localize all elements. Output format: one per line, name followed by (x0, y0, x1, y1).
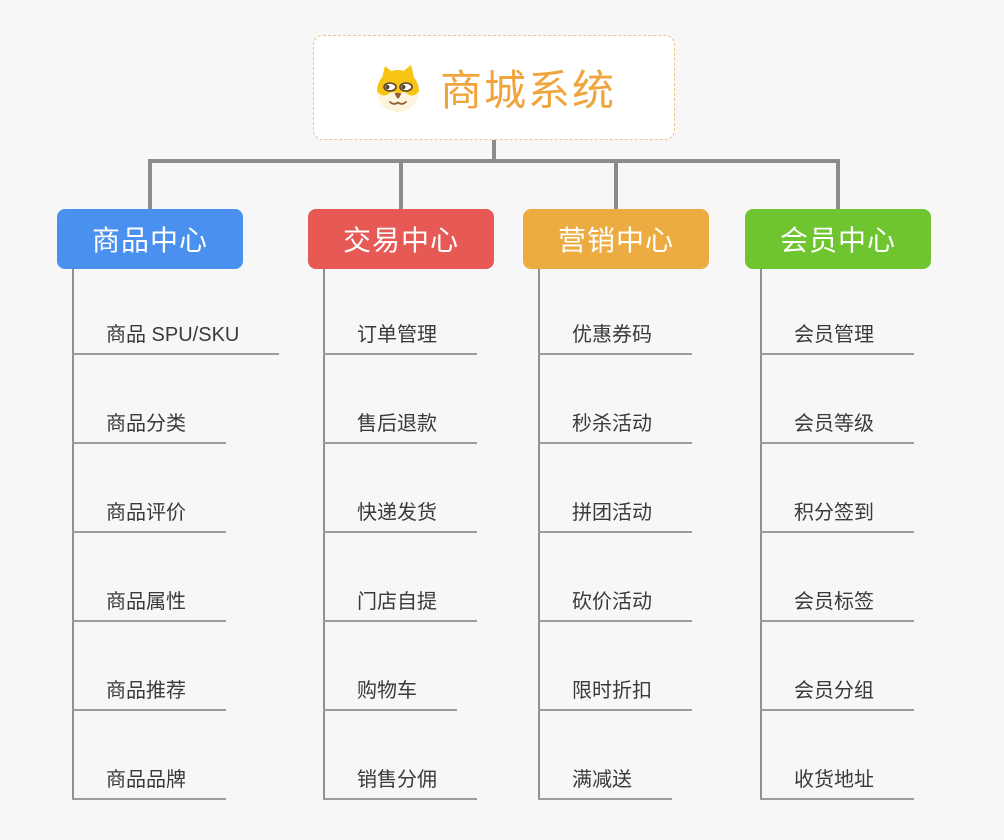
root-node[interactable]: 商城系统 (313, 35, 675, 140)
connector-line (399, 159, 403, 209)
child-node[interactable]: 秒杀活动 (538, 402, 692, 444)
branch-trunk-line (538, 269, 540, 800)
child-node[interactable]: 订单管理 (323, 313, 477, 355)
child-node[interactable]: 商品品牌 (72, 758, 226, 800)
child-node[interactable]: 售后退款 (323, 402, 477, 444)
child-node[interactable]: 会员等级 (760, 402, 914, 444)
child-node[interactable]: 拼团活动 (538, 491, 692, 533)
child-node[interactable]: 会员管理 (760, 313, 914, 355)
child-node[interactable]: 限时折扣 (538, 669, 692, 711)
child-node[interactable]: 购物车 (323, 669, 457, 711)
child-node[interactable]: 满减送 (538, 758, 672, 800)
child-node[interactable]: 会员分组 (760, 669, 914, 711)
branch-trunk-line (760, 269, 762, 800)
root-node-label: 商城系统 (439, 67, 616, 114)
child-node[interactable]: 商品推荐 (72, 669, 226, 711)
child-node[interactable]: 商品属性 (72, 580, 226, 622)
child-node[interactable]: 销售分佣 (323, 758, 477, 800)
child-node[interactable]: 商品 SPU/SKU (72, 313, 280, 355)
child-node[interactable]: 会员标签 (760, 580, 914, 622)
child-node[interactable]: 收货地址 (760, 758, 914, 800)
connector-line (614, 159, 618, 209)
child-node[interactable]: 积分签到 (760, 491, 914, 533)
shiba-dog-icon (372, 63, 424, 113)
branch-trunk-line (72, 269, 74, 800)
child-node[interactable]: 砍价活动 (538, 580, 692, 622)
branch-trunk-line (323, 269, 325, 800)
branch-node-2[interactable]: 交易中心 (308, 209, 494, 269)
branch-node-4[interactable]: 会员中心 (745, 209, 931, 269)
branch-node-1[interactable]: 商品中心 (57, 209, 243, 269)
branch-node-3[interactable]: 营销中心 (523, 209, 709, 269)
child-node[interactable]: 门店自提 (323, 580, 477, 622)
child-node[interactable]: 优惠券码 (538, 313, 692, 355)
connector-line (148, 159, 152, 209)
connector-line (836, 159, 840, 209)
child-node[interactable]: 商品评价 (72, 491, 226, 533)
connector-line (492, 140, 496, 163)
connector-line (148, 159, 840, 163)
child-node[interactable]: 快递发货 (323, 491, 477, 533)
child-node[interactable]: 商品分类 (72, 402, 226, 444)
